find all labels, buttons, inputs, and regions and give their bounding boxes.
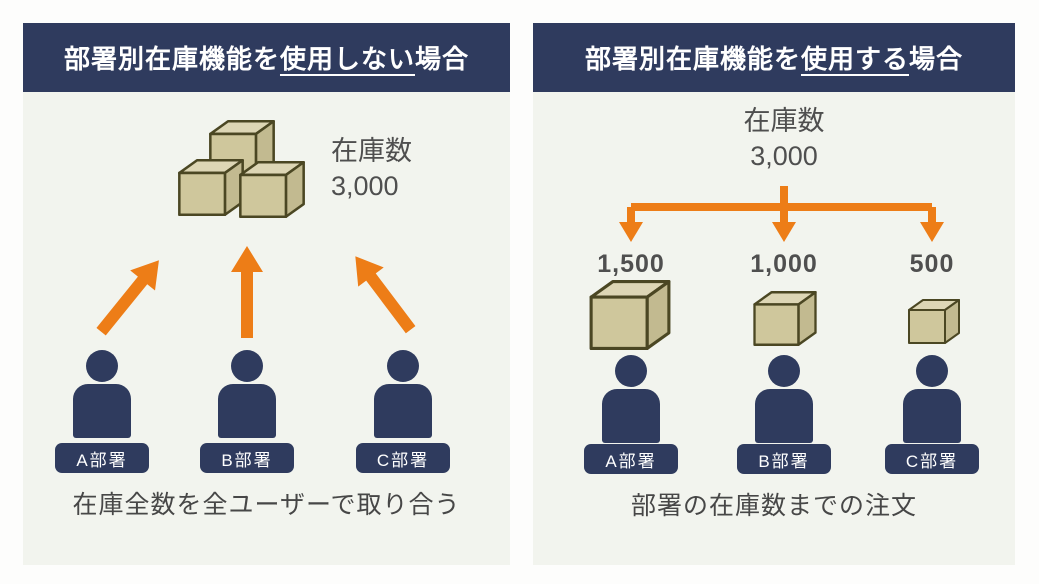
left-caption: 在庫全数を全ユーザーで取り合う <box>72 491 461 519</box>
person-head <box>916 355 948 387</box>
dept-label-b: B部署 <box>200 443 294 473</box>
left-stock-count: 在庫数 3,000 <box>331 134 412 204</box>
person-dept-a-icon <box>72 350 132 438</box>
allocation-dept-a: 1,500 <box>597 250 665 278</box>
person-head <box>231 350 263 382</box>
person-head <box>387 350 419 382</box>
person-dept-b-icon <box>754 355 814 443</box>
dept-label-a: A部署 <box>55 443 149 473</box>
dept-label-c: C部署 <box>885 444 979 474</box>
left-title-prefix: 部署別在庫機能を <box>63 44 280 74</box>
person-torso <box>374 384 432 438</box>
left-title-underlined: 使用しない <box>279 44 415 74</box>
person-dept-b-icon <box>217 350 277 438</box>
left-title-suffix: 場合 <box>415 44 470 74</box>
person-torso <box>602 389 660 443</box>
box-dept-a-icon <box>589 280 671 350</box>
arrow-a-to-stock-icon <box>89 250 172 342</box>
person-head <box>768 355 800 387</box>
inventory-box-stack-icon <box>178 120 305 218</box>
left-panel-title: 部署別在庫機能を使用しない場合 <box>23 23 510 92</box>
right-caption: 部署の在庫数までの注文 <box>630 492 917 520</box>
left-stock-value: 3,000 <box>331 171 399 201</box>
right-title-prefix: 部署別在庫機能を <box>584 44 801 74</box>
allocation-dept-b: 1,000 <box>750 250 818 278</box>
right-stock-label: 在庫数 <box>743 106 825 136</box>
person-torso <box>903 389 961 443</box>
right-panel-title: 部署別在庫機能を使用する場合 <box>533 23 1015 92</box>
person-head <box>615 355 647 387</box>
dept-label-b: B部署 <box>737 444 831 474</box>
right-stock-count: 在庫数 3,000 <box>744 104 825 174</box>
allocation-dept-c: 500 <box>909 250 955 278</box>
box-dept-b-icon <box>753 291 817 346</box>
right-title-underlined: 使用する <box>800 44 909 74</box>
panel-without-department-stock: 部署別在庫機能を使用しない場合 在庫数 3,000 <box>23 23 510 565</box>
right-panel-body: 在庫数 3,000 1,500 1,000 500 <box>533 92 1015 565</box>
arrow-b-to-stock-icon <box>231 246 263 338</box>
dept-label-c: C部署 <box>356 443 450 473</box>
person-dept-c-icon <box>902 355 962 443</box>
person-torso <box>755 389 813 443</box>
left-panel-body: 在庫数 3,000 <box>23 92 510 565</box>
person-dept-c-icon <box>373 350 433 438</box>
box-dept-c-icon <box>908 299 960 344</box>
dept-label-a: A部署 <box>584 444 678 474</box>
stock-split-arrows-icon <box>619 186 944 242</box>
person-head <box>86 350 118 382</box>
left-stock-label: 在庫数 <box>331 136 412 166</box>
person-torso <box>73 384 131 438</box>
person-dept-a-icon <box>601 355 661 443</box>
arrow-c-to-stock-icon <box>343 247 424 340</box>
person-torso <box>218 384 276 438</box>
right-stock-value: 3,000 <box>750 141 818 171</box>
right-title-suffix: 場合 <box>909 44 964 74</box>
panel-with-department-stock: 部署別在庫機能を使用する場合 在庫数 3,000 1,500 1,000 500 <box>533 23 1015 565</box>
